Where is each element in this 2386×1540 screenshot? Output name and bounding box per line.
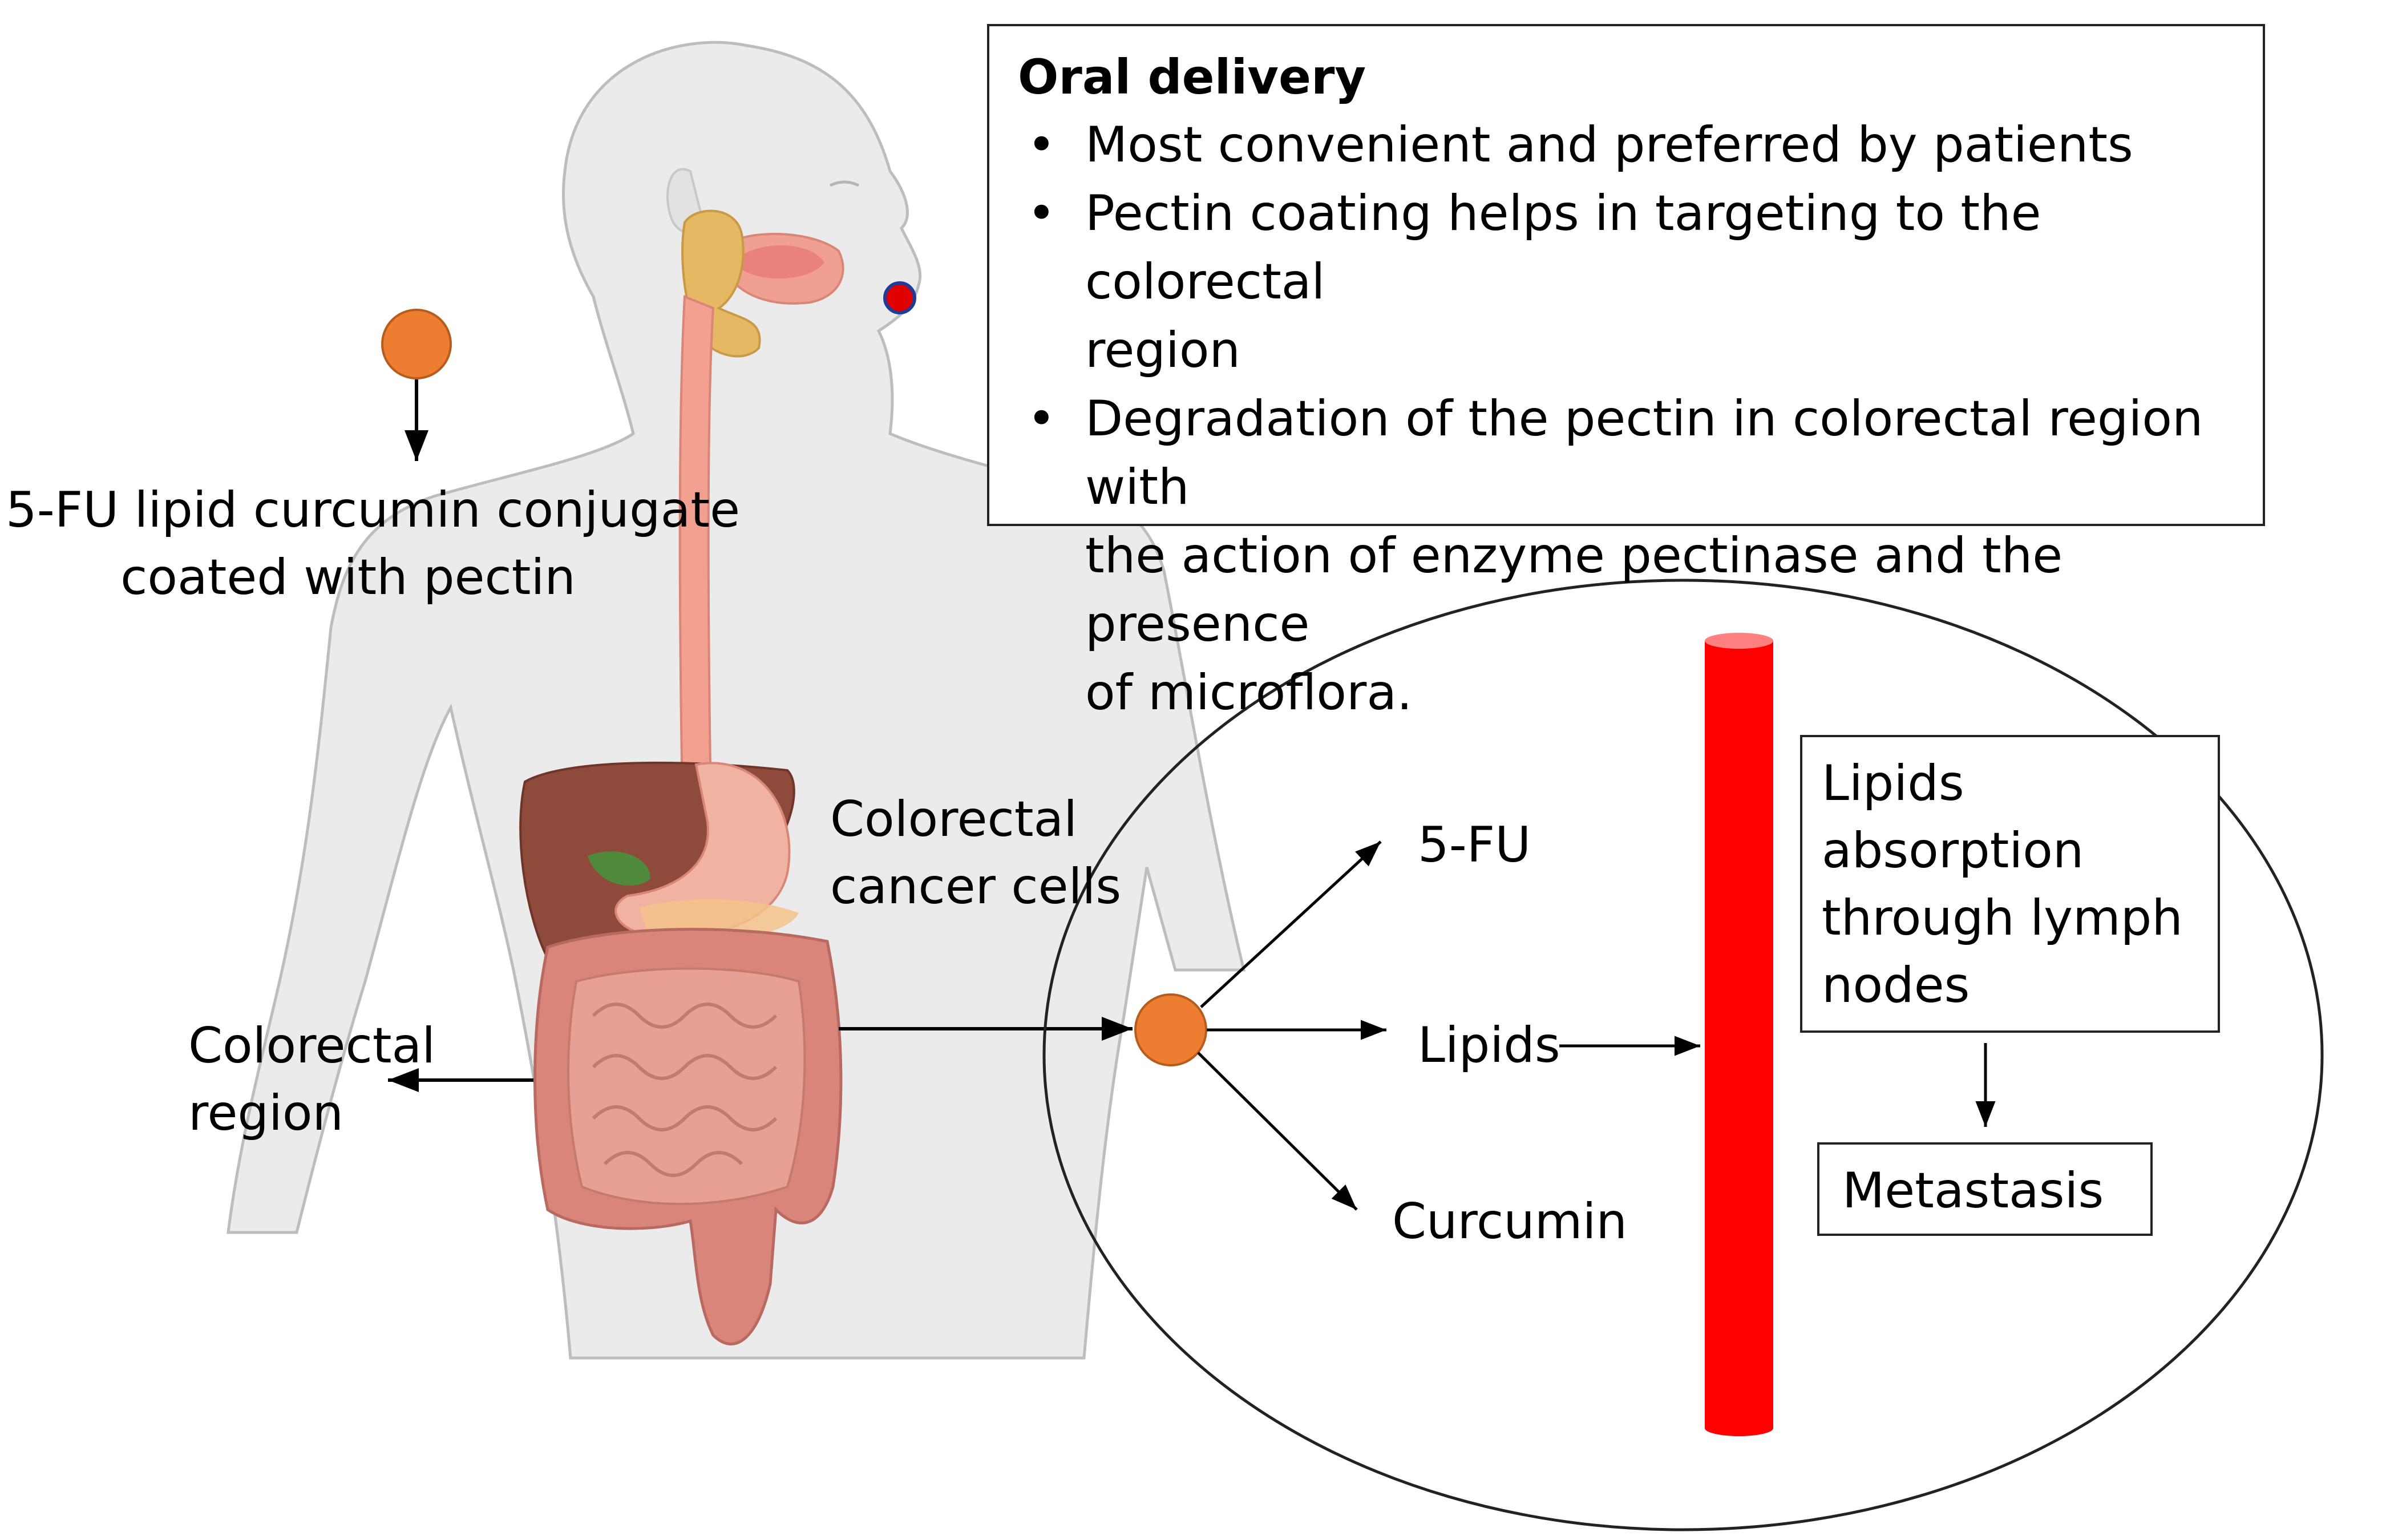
metastasis-box: Metastasis <box>1817 1142 2153 1236</box>
list-item-line: region <box>1085 322 1240 379</box>
blood-vessel-top <box>1705 633 1773 649</box>
lymph-absorption-box: Lipids absorption through lymph nodes <box>1800 735 2220 1033</box>
list-item-line: Degradation of the pectin in colorectal … <box>1085 390 2203 516</box>
lymph-line1: Lipids <box>1822 755 1964 812</box>
list-item-line: the action of enzyme pectinase and the p… <box>1085 527 2063 653</box>
fu-arrow <box>1200 840 1382 1008</box>
eye-line <box>829 180 860 187</box>
blood-vessel-bottom <box>1705 1420 1773 1436</box>
lipids-label: Lipids <box>1418 1017 1560 1074</box>
oral-delivery-box: Oral delivery • Most convenient and pref… <box>987 24 2265 721</box>
lymph-line3: through lymph <box>1822 890 2183 947</box>
tongue <box>733 245 824 279</box>
mouth-dot <box>883 281 916 314</box>
bullet-marker: • <box>1027 116 1056 173</box>
list-item: • Pectin coating helps in targeting to t… <box>1012 179 2240 385</box>
metastasis-label: Metastasis <box>1842 1162 2104 1219</box>
colorectal-region-line1: Colorectal <box>188 1017 436 1074</box>
list-item: • Most convenient and preferred by patie… <box>1012 111 2240 179</box>
conjugate-label-line1: 5-FU lipid curcumin conjugate <box>6 482 740 539</box>
cell-particle <box>1134 993 1207 1066</box>
gallbladder <box>588 851 650 886</box>
list-item: • Degradation of the pectin in colorecta… <box>1012 385 2240 727</box>
oral-delivery-title: Oral delivery <box>1018 49 1366 105</box>
conjugate-label-line2: coated with pectin <box>120 549 576 606</box>
zoom-ellipse <box>1042 579 2324 1531</box>
colorectal-cancer-line1: Colorectal <box>830 791 1078 848</box>
small-intestine <box>567 967 806 1205</box>
conjugate-label: 5-FU lipid curcumin conjugate coated wit… <box>6 476 740 611</box>
curcumin-label: Curcumin <box>1392 1193 1627 1250</box>
bullet-marker: • <box>1027 185 1056 242</box>
bullet-marker: • <box>1027 390 1056 447</box>
curcumin-arrow <box>1197 1052 1358 1211</box>
lymph-line4: nodes <box>1822 957 1970 1014</box>
fu-label: 5-FU <box>1418 817 1531 874</box>
intestine-folds <box>592 1003 778 1177</box>
blood-vessel <box>1705 641 1773 1428</box>
list-item-line: of microflora. <box>1085 664 1413 721</box>
colorectal-cancer-cells-label: Colorectal cancer cells <box>830 786 1121 920</box>
colorectal-cancer-line2: cancer cells <box>830 858 1122 915</box>
list-item-text: Most convenient and preferred by patient… <box>1085 116 2133 173</box>
oral-delivery-list: • Most convenient and preferred by patie… <box>1012 111 2240 727</box>
colorectal-region-line2: region <box>188 1085 343 1142</box>
list-item-line: Pectin coating helps in targeting to the… <box>1085 185 2041 310</box>
colorectal-region-label: Colorectal region <box>188 1012 435 1147</box>
lymph-line2: absorption <box>1822 822 2084 879</box>
conjugate-particle <box>381 309 452 379</box>
